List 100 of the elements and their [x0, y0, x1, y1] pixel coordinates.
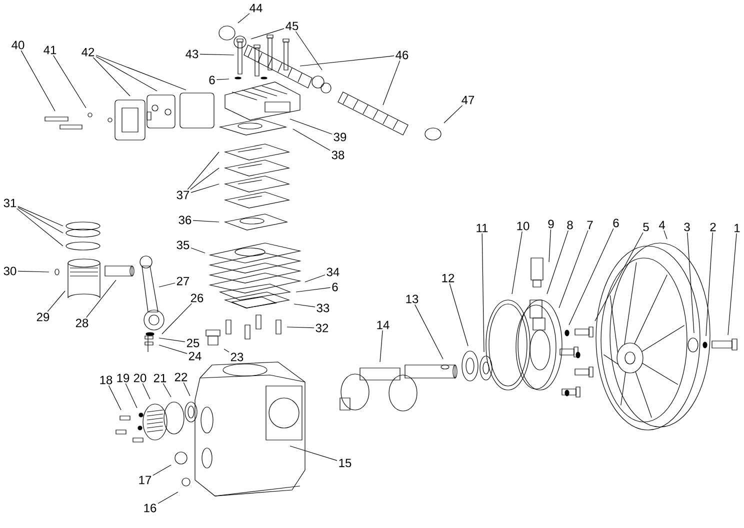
leader-line: [294, 304, 316, 308]
callout-number: 17: [139, 476, 152, 484]
callout-number: 2: [710, 222, 716, 232]
callout-number: 20: [134, 374, 146, 382]
leader-line: [286, 326, 314, 328]
callout-number: 8: [567, 220, 573, 230]
leader-line: [92, 57, 130, 96]
leader-line: [20, 50, 56, 112]
leader-line: [290, 446, 338, 461]
leader-line: [53, 55, 86, 108]
leader-line: [290, 118, 332, 134]
leader-line: [158, 282, 176, 288]
callout-number: 42: [82, 48, 94, 56]
leader-line: [187, 152, 220, 190]
callout-number: 16: [144, 504, 156, 512]
callout-number: 41: [44, 46, 56, 54]
leader-line: [414, 304, 444, 360]
leader-line: [162, 383, 172, 398]
leader-line: [304, 274, 326, 282]
callout-number: 45: [286, 22, 298, 30]
leader-line: [728, 233, 737, 336]
leader-line: [238, 13, 250, 24]
callout-number: 21: [154, 374, 166, 382]
leader-line: [18, 207, 64, 234]
callout-number: 47: [462, 96, 474, 104]
callout-number: 15: [339, 458, 352, 468]
leader-line: [47, 290, 66, 312]
leader-line: [546, 230, 568, 294]
leader-line: [108, 385, 122, 410]
callout-number: 31: [4, 198, 16, 208]
leader-line: [125, 383, 138, 408]
callout-number: 43: [186, 50, 198, 58]
leader-line: [216, 78, 230, 80]
leader-line: [16, 208, 64, 246]
leader-line: [512, 231, 522, 294]
leader-line: [152, 464, 172, 476]
callout-number: 37: [176, 190, 190, 200]
leader-line: [18, 206, 64, 226]
leader-line: [706, 232, 713, 336]
leader-line: [687, 232, 694, 334]
callout-number: 30: [4, 266, 16, 276]
callout-number: 34: [326, 268, 340, 276]
callout-number: 38: [332, 150, 344, 160]
leader-line: [558, 230, 588, 308]
callout-number: 18: [100, 376, 112, 384]
callout-number: 5: [643, 222, 649, 232]
leader-line: [292, 128, 330, 151]
callout-number: 27: [176, 276, 190, 286]
callout-number: 11: [476, 224, 488, 232]
leader-line: [594, 232, 644, 322]
leader-line: [190, 248, 206, 254]
leader-line: [96, 56, 158, 92]
leader-line: [296, 287, 331, 292]
callout-number: 29: [36, 312, 50, 322]
callout-number: 6: [613, 218, 619, 228]
leader-line: [190, 168, 220, 190]
callout-number: 24: [188, 352, 202, 360]
callout-number: 6: [332, 282, 338, 292]
callout-number: 14: [377, 320, 390, 330]
leader-line: [444, 105, 463, 124]
leader-line: [190, 184, 220, 193]
leader-line: [664, 230, 668, 240]
leader-line: [300, 56, 394, 66]
callout-number: 44: [250, 4, 262, 12]
callout-number: 22: [174, 372, 188, 382]
callout-number: 39: [334, 132, 346, 142]
leader-line: [183, 382, 190, 396]
leader-line: [380, 330, 383, 362]
callout-number: 33: [316, 304, 330, 312]
leader-line: [158, 338, 186, 342]
callout-number: 25: [186, 338, 200, 348]
leader-line: [162, 303, 192, 334]
leader-line: [250, 28, 284, 40]
callout-number: 23: [230, 352, 244, 362]
leader-line: [18, 270, 50, 272]
leader-line: [295, 31, 322, 70]
leader-line: [482, 233, 484, 352]
leader-line: [568, 228, 614, 326]
leader-line: [192, 220, 220, 222]
leader-line: [96, 54, 186, 90]
callout-number: 46: [396, 50, 408, 60]
callout-number: 4: [658, 220, 665, 230]
callout-number: 36: [178, 216, 192, 224]
callout-number: 1: [734, 224, 740, 232]
leader-line: [142, 383, 150, 400]
leader-line: [548, 229, 552, 262]
callout-number: 32: [316, 324, 328, 332]
callout-number: 7: [587, 220, 593, 230]
callout-number: 9: [548, 220, 554, 228]
leader-line: [86, 280, 116, 318]
leader-line: [200, 54, 234, 56]
callout-number: 35: [176, 240, 190, 250]
callout-number: 28: [76, 318, 88, 328]
callout-number: 26: [190, 294, 204, 302]
leader-line: [224, 348, 230, 352]
leader-line: [449, 283, 468, 346]
callout-number: 12: [442, 274, 454, 282]
callout-number: 13: [406, 294, 418, 304]
callout-number: 19: [117, 374, 130, 382]
leader-line: [382, 60, 400, 106]
